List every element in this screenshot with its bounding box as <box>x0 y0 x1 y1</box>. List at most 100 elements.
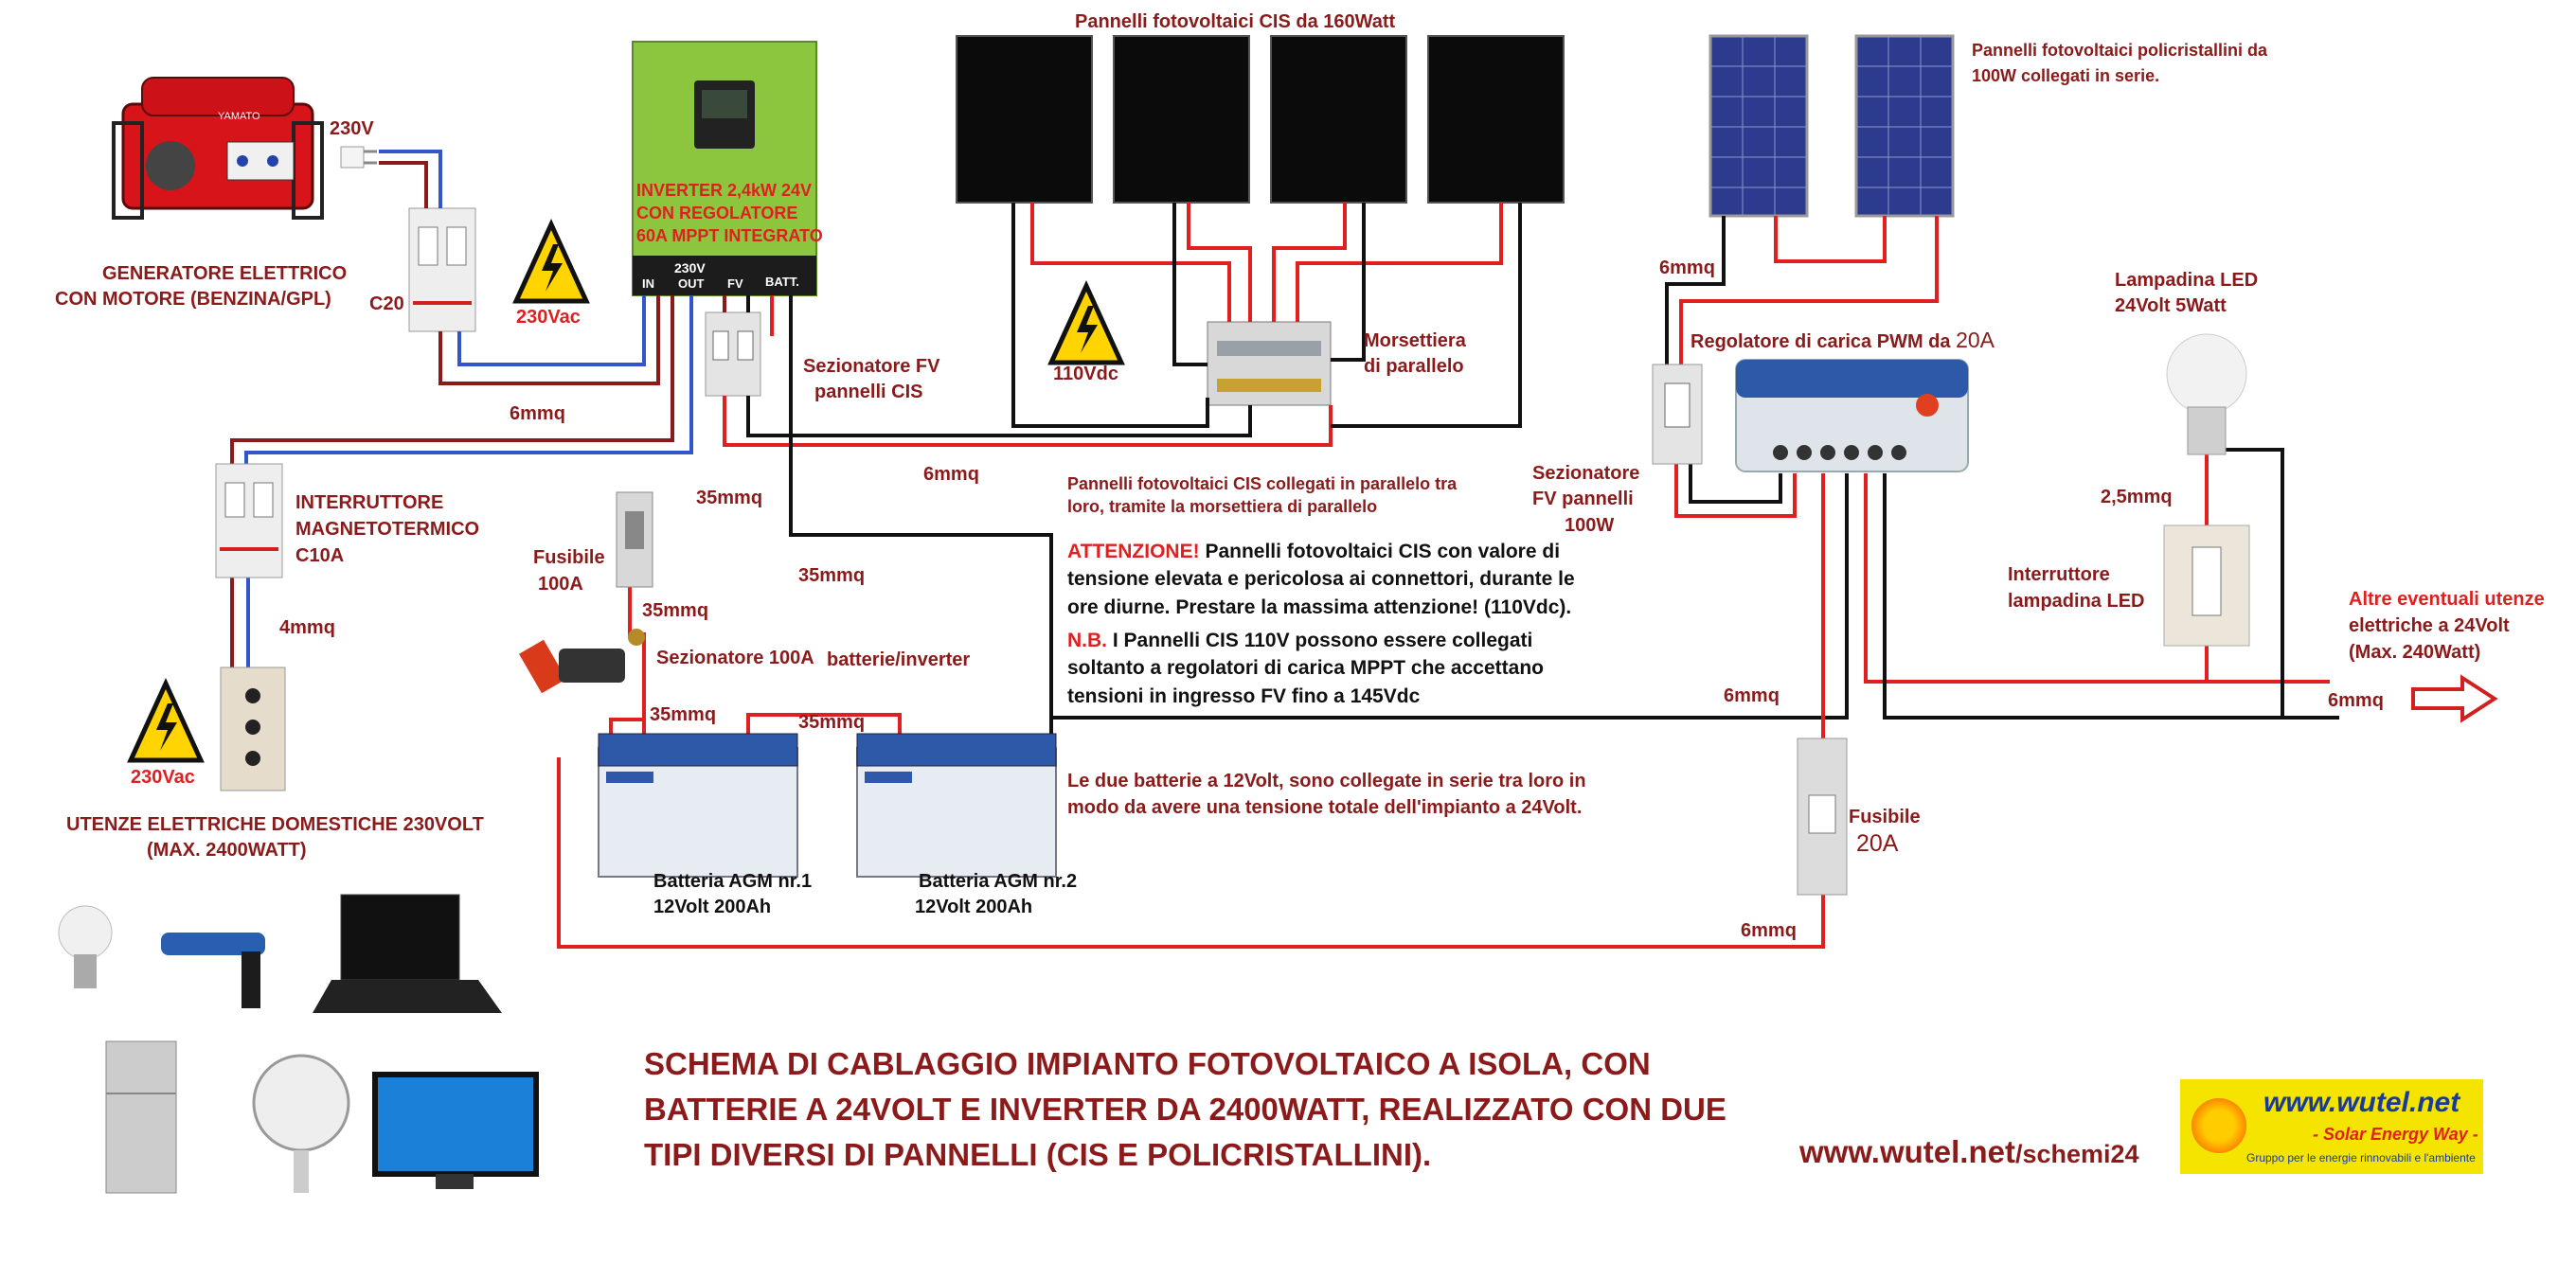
nb-heading: N.B. <box>1067 630 1107 651</box>
regulator-label-text: Regolatore di carica PWM da <box>1690 331 1951 352</box>
pv-disconnector-label-1: Sezionatore FV <box>803 356 940 377</box>
battery-inverter-label: batterie/inverter <box>827 649 971 670</box>
generator-label-1: GENERATORE ELETTRICO <box>102 263 348 284</box>
mcb-label-1: INTERRUTTORE <box>295 492 444 513</box>
battery-series-note-1: Le due batterie a 12Volt, sono collegate… <box>1067 771 1586 791</box>
pwm-regulator <box>1735 359 1969 472</box>
appliances <box>58 894 539 1194</box>
inverter-label-1: INVERTER 2,4kW 24V <box>636 181 813 200</box>
attention-heading: ATTENZIONE! <box>1067 541 1200 562</box>
inverter <box>632 41 817 296</box>
mcb-c10a <box>215 463 283 578</box>
pv-disconnector-label-2: pannelli CIS <box>814 382 923 402</box>
logo-tagline: - Solar Energy Way - <box>2313 1125 2478 1144</box>
wire-35mmq-label: 35mmq <box>696 488 763 508</box>
other-loads-label-3: (Max. 240Watt) <box>2349 642 2481 663</box>
pv-disc-100w-label-1: Sezionatore <box>1532 463 1640 484</box>
nb-body: I Pannelli CIS 110V possono essere colle… <box>1067 630 1544 707</box>
wires <box>230 150 2339 949</box>
attention-body: Pannelli fotovoltaici CIS con valore di … <box>1067 541 1575 618</box>
warning-triangle-icon <box>1047 279 1125 365</box>
wire-6mmq-label: 6mmq <box>1659 258 1715 278</box>
v230-label: 230V <box>330 118 374 139</box>
nb-note: N.B. I Pannelli CIS 110V possono essere … <box>1067 627 1598 710</box>
cis-panels-title: Pannelli fotovoltaici CIS da 160Watt <box>1075 11 1396 32</box>
battery-1-label-1: Batteria AGM nr.1 <box>653 871 813 892</box>
diagram-title: SCHEMA DI CABLAGGIO IMPIANTO FOTOVOLTAIC… <box>644 1046 1726 1172</box>
arrow-right-icon <box>2411 674 2498 723</box>
poly-panels-title-1: Pannelli fotovoltaici policristallini da <box>1972 41 2268 60</box>
led-lamp-label-2: 24Volt 5Watt <box>2115 295 2227 316</box>
wire-35mmq-label: 35mmq <box>642 600 709 621</box>
inverter-fv: FV <box>727 276 743 291</box>
warning-triangle-icon <box>127 677 205 763</box>
lamp-switch-label-1: Interruttore <box>2008 564 2110 585</box>
regulator-label: Regolatore di carica PWM da 20A <box>1690 327 1995 355</box>
sun-icon <box>2191 1098 2246 1153</box>
vac230-bottom: 230Vac <box>131 767 195 788</box>
cis-panels <box>956 35 1565 204</box>
fuse-20a <box>1797 738 1848 896</box>
led-lamp <box>2166 333 2247 455</box>
terminal-block-label-1: Morsettiera <box>1364 330 1466 351</box>
lamp-switch <box>2163 524 2250 647</box>
pv-disc-100w-label-3: 100W <box>1565 515 1615 536</box>
terminal-block-label-2: di parallelo <box>1364 356 1464 377</box>
site-url[interactable]: www.wutel.net/schemi24 <box>1799 1134 2139 1170</box>
inverter-in: IN <box>642 276 654 291</box>
pv-disconnector-100w <box>1652 364 1703 465</box>
wutel-logo[interactable]: www.wutel.net - Solar Energy Way - Grupp… <box>2180 1079 2483 1174</box>
wire-4mmq-label: 4mmq <box>279 617 335 638</box>
terminal-block <box>1207 321 1332 406</box>
wire-6mmq-label: 6mmq <box>923 464 979 485</box>
pv-disconnector <box>705 311 761 397</box>
wire-35mmq-label: 35mmq <box>798 712 866 733</box>
inverter-label-2: CON REGOLATORE <box>636 204 798 222</box>
inverter-batt: BATT. <box>765 275 799 289</box>
wire-6mmq-label: 6mmq <box>2328 690 2384 711</box>
battery-2-label-2: 12Volt 200Ah <box>915 897 1033 917</box>
site-url-path[interactable]: /schemi24 <box>2014 1140 2139 1168</box>
loads-label-2: (MAX. 2400WATT) <box>147 840 307 861</box>
mcb-label-2: MAGNETOTERMICO <box>295 519 480 540</box>
led-lamp-label-1: Lampadina LED <box>2115 270 2259 291</box>
inverter-label-3: 60A MPPT INTEGRATO <box>636 226 823 245</box>
battery-2-label-1: Batteria AGM nr.2 <box>919 871 1078 892</box>
vdc110-label: 110Vdc <box>1053 364 1118 384</box>
generator-label-2: CON MOTORE (BENZINA/GPL) <box>55 289 331 310</box>
attention-note: ATTENZIONE! Pannelli fotovoltaici CIS co… <box>1067 538 1598 621</box>
inverter-out: OUT <box>678 276 705 291</box>
wire-6mmq-label: 6mmq <box>510 403 565 424</box>
battery-disconnect-label: Sezionatore 100A <box>656 648 814 668</box>
inverter-230v: 230V <box>674 260 706 276</box>
fuse-100a-label-1: Fusibile <box>533 547 605 568</box>
battery-disconnect-switch <box>519 629 645 694</box>
warning-triangle-icon <box>512 218 590 304</box>
wire-6mmq-label: 6mmq <box>1741 920 1797 941</box>
wire-6mmq-label: 6mmq <box>1724 685 1780 706</box>
battery-1 <box>598 733 798 878</box>
logo-subtitle: Gruppo per le energie rinnovabili e l'am… <box>2246 1151 2476 1164</box>
regulator-amps: 20A <box>1956 328 1995 352</box>
loads-label-1: UTENZE ELETTRICHE DOMESTICHE 230VOLT <box>66 814 484 835</box>
other-loads-label-1: Altre eventuali utenze <box>2349 589 2545 610</box>
logo-url: www.wutel.net <box>2263 1087 2460 1118</box>
fuse-100a <box>616 491 653 588</box>
pv-disc-100w-label-2: FV pannelli <box>1532 489 1634 509</box>
battery-1-label-2: 12Volt 200Ah <box>653 897 772 917</box>
cis-parallel-note-1: Pannelli fotovoltaici CIS collegati in p… <box>1067 474 1458 493</box>
plug-icon <box>340 146 377 169</box>
vac230-top: 230Vac <box>516 307 581 328</box>
other-loads-label-2: elettriche a 24Volt <box>2349 615 2510 636</box>
fuse-20a-label-2: 20A <box>1856 830 1899 857</box>
c20-label: C20 <box>369 293 404 314</box>
mcb-label-3: C10A <box>295 545 345 566</box>
site-url-main[interactable]: www.wutel.net <box>1799 1134 2015 1169</box>
gen-brand: YAMATO <box>218 111 260 122</box>
wire-2-5mmq-label: 2,5mmq <box>2101 487 2173 507</box>
wire-35mmq-label: 35mmq <box>798 565 866 586</box>
fuse-100a-label-2: 100A <box>538 574 583 595</box>
breaker-c20 <box>408 207 476 332</box>
battery-series-note-2: modo da avere una tensione totale dell'i… <box>1067 797 1583 818</box>
